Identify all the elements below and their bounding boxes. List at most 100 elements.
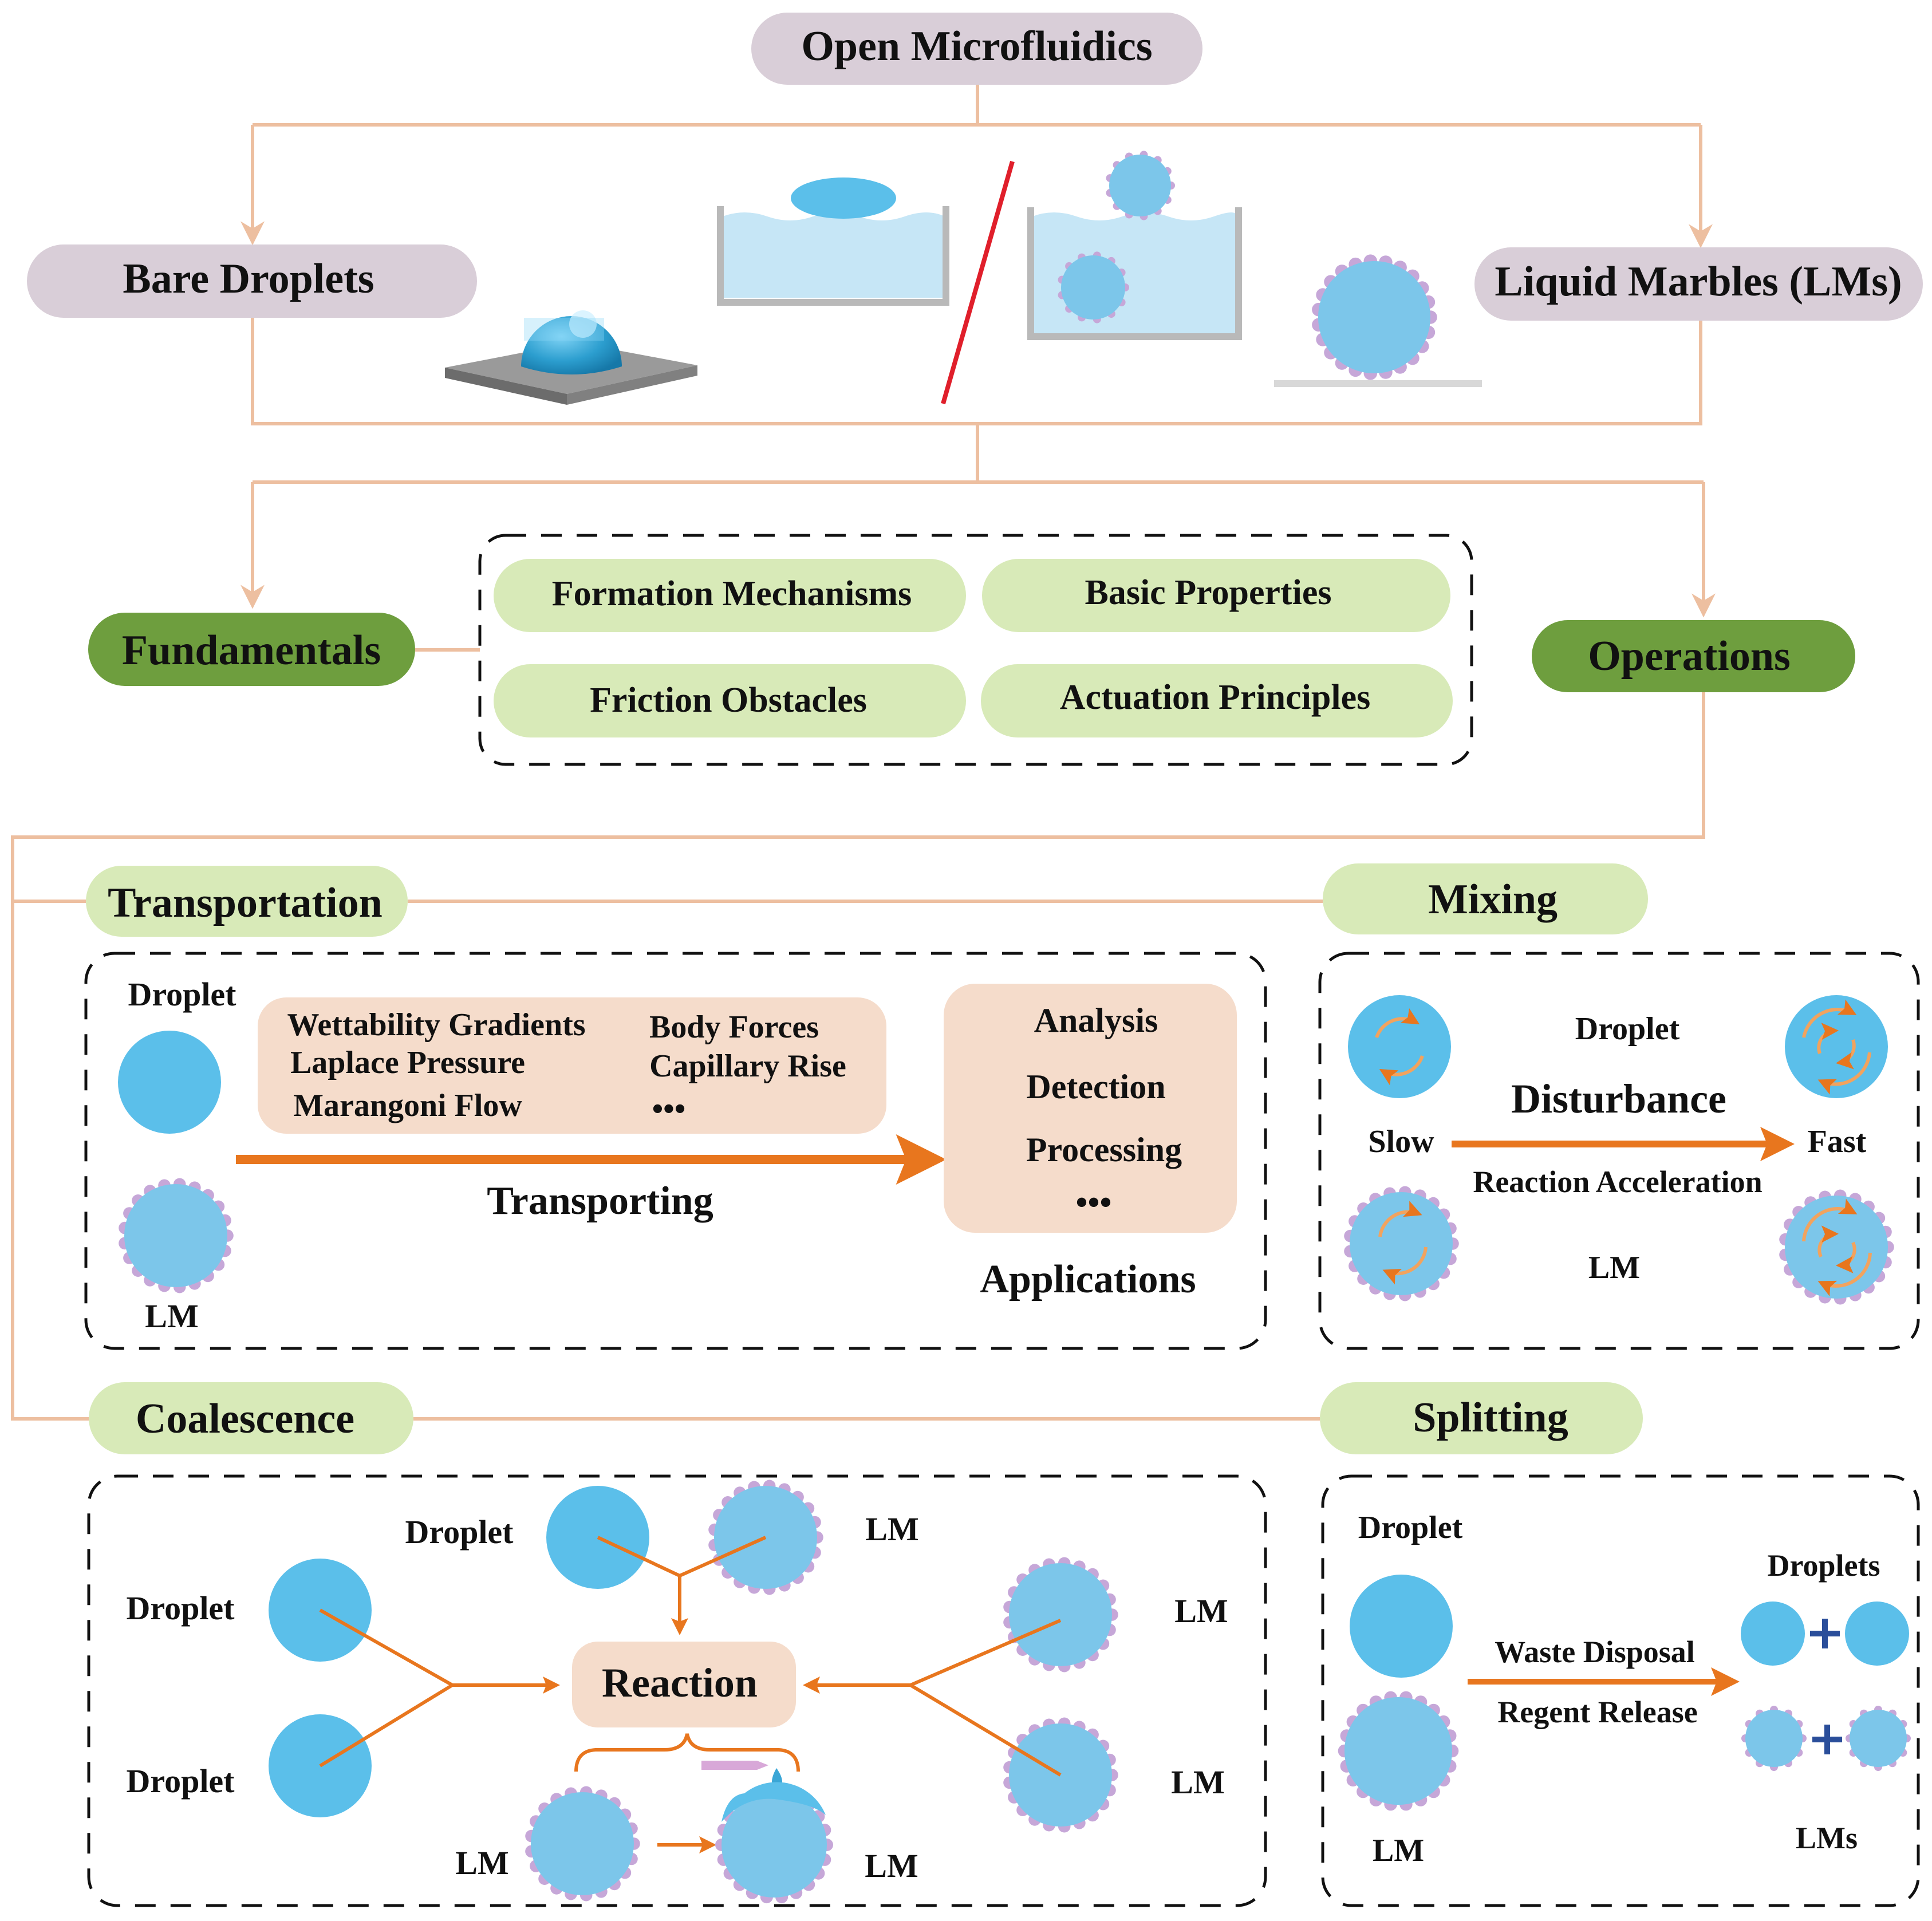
marble-body (1850, 1710, 1907, 1767)
coal-top-droplet-label: Droplet (405, 1513, 514, 1551)
coalescence-header: Coalescence (89, 1382, 413, 1454)
chip-friction-obstacles: Friction Obstacles (494, 664, 966, 737)
svg-text:Formation Mechanisms: Formation Mechanisms (552, 574, 912, 613)
mixing-header: Mixing (1323, 863, 1648, 934)
fundamentals-pill: Fundamentals (88, 613, 415, 686)
coal-top-lm-label: LM (865, 1510, 918, 1548)
svg-text:Mixing: Mixing (1428, 876, 1558, 923)
fundamentals-text: Fundamentals (122, 627, 381, 674)
marble-body (1009, 1563, 1112, 1666)
force-capillary: Capillary Rise (649, 1048, 846, 1084)
force-marangoni: Marangoni Flow (293, 1088, 522, 1123)
app-ellipsis: ••• (1075, 1184, 1111, 1221)
operations-pill: Operations (1532, 620, 1855, 692)
app-processing: Processing (1026, 1131, 1182, 1169)
applications-label: Applications (980, 1257, 1196, 1301)
marble-body (1745, 1710, 1803, 1767)
svg-text:Transportation: Transportation (108, 879, 383, 926)
mixing-marble-arrows (1378, 1198, 1872, 1296)
regent-release-label: Regent Release (1497, 1695, 1697, 1729)
reaction-label: Reaction (602, 1660, 758, 1706)
mixing-droplet-label: Droplet (1575, 1011, 1680, 1047)
splitting-header: Splitting (1320, 1382, 1643, 1454)
split-source-droplet (1350, 1575, 1453, 1678)
svg-text:Actuation Principles: Actuation Principles (1060, 678, 1370, 717)
force-laplace: Laplace Pressure (290, 1045, 525, 1080)
transport-droplet-label: Droplet (128, 976, 236, 1013)
plus-icon (1810, 1619, 1840, 1648)
split-lms-label: LMs (1796, 1821, 1858, 1855)
split-lm-label: LM (1373, 1833, 1424, 1868)
coal-bottom-marble-left (525, 1786, 640, 1902)
reaction-acceleration-label: Reaction Acceleration (1473, 1165, 1762, 1199)
coal-bottom-marble-right (715, 1782, 833, 1904)
svg-text:Basic Properties: Basic Properties (1085, 573, 1331, 612)
svg-text:Splitting: Splitting (1413, 1394, 1568, 1441)
red-slash (941, 160, 1015, 405)
water-trough-droplet-illustration (717, 177, 949, 306)
operations-text: Operations (1588, 633, 1791, 680)
disturbance-label: Disturbance (1511, 1076, 1726, 1122)
bare-droplets-text: Bare Droplets (123, 255, 374, 302)
mixing-slow-marble (1344, 1186, 1459, 1301)
marble-body (1344, 1697, 1452, 1805)
chip-actuation-principles: Actuation Principles (981, 664, 1453, 737)
bare-droplets-pill: Bare Droplets (27, 244, 477, 318)
force-wettability: Wettability Gradients (287, 1007, 585, 1043)
mixing-dashed-box (1318, 952, 1920, 1350)
droplet-icon (118, 1031, 221, 1134)
chip-basic-properties: Basic Properties (982, 559, 1450, 632)
reaction-brace (574, 1733, 800, 1772)
svg-text:Friction Obstacles: Friction Obstacles (590, 681, 867, 720)
marble-body (1061, 255, 1125, 319)
transporting-label: Transporting (487, 1179, 713, 1223)
title-pill: Open Microfluidics (751, 13, 1202, 85)
coal-right-marble-2 (1003, 1717, 1118, 1833)
coalescence-dashed-box (87, 1474, 1267, 1907)
split-droplet-label: Droplet (1358, 1510, 1463, 1545)
marble-body (1350, 1192, 1453, 1295)
chip-formation-mechanisms: Formation Mechanisms (494, 559, 966, 632)
split-source-marble (1338, 1691, 1459, 1811)
coal-top-marble (708, 1480, 823, 1595)
split-droplet-left (1741, 1602, 1805, 1666)
transportation-header: Transportation (86, 866, 408, 937)
marble-on-surface-illustration (1274, 254, 1482, 387)
marble-body (531, 1792, 634, 1895)
coal-right-lm-1-label: LM (1174, 1592, 1228, 1630)
fundamentals-dashed-box (478, 534, 1473, 766)
split-marble-left (1741, 1706, 1807, 1771)
liquid-marble-icon (119, 1178, 234, 1293)
split-droplets-label: Droplets (1768, 1548, 1880, 1583)
splitting-dashed-box (1321, 1474, 1920, 1907)
marble-body (1785, 1196, 1888, 1299)
mixing-fast-droplet (1785, 995, 1888, 1098)
transportation-dashed-box (84, 952, 1267, 1350)
split-marble-right (1846, 1706, 1911, 1771)
liquid-marbles-pill: Liquid Marbles (LMs) (1474, 247, 1923, 321)
coalescence-merge-lines (319, 1536, 1062, 1777)
coal-bottom-lm-right-label: LM (865, 1847, 918, 1884)
mixing-swirl-icon (1375, 1008, 1420, 1039)
applications-box: Analysis Detection Processing ••• (944, 984, 1237, 1233)
slow-label: Slow (1368, 1124, 1434, 1159)
marble-body (124, 1184, 227, 1287)
driving-forces-box: Wettability Gradients Laplace Pressure M… (258, 997, 886, 1134)
marble-body (1318, 261, 1430, 373)
split-droplet-right (1845, 1602, 1909, 1666)
liquid-marbles-text: Liquid Marbles (LMs) (1495, 258, 1902, 305)
marble-body (721, 1792, 827, 1898)
waste-disposal-label: Waste Disposal (1495, 1635, 1695, 1669)
force-ellipsis: ••• (652, 1091, 686, 1127)
coal-right-lm-2-label: LM (1171, 1764, 1224, 1801)
app-analysis: Analysis (1034, 1001, 1158, 1039)
droplet-on-substrate-illustration (445, 310, 697, 405)
fast-label: Fast (1808, 1124, 1867, 1159)
title-text: Open Microfluidics (801, 23, 1152, 70)
coal-left-droplet-1-label: Droplet (126, 1589, 235, 1627)
svg-text:Coalescence: Coalescence (136, 1395, 354, 1442)
force-body: Body Forces (649, 1009, 819, 1045)
mixing-slow-droplet (1348, 995, 1451, 1098)
app-detection: Detection (1026, 1068, 1165, 1106)
top-connectors (11, 85, 1716, 1421)
